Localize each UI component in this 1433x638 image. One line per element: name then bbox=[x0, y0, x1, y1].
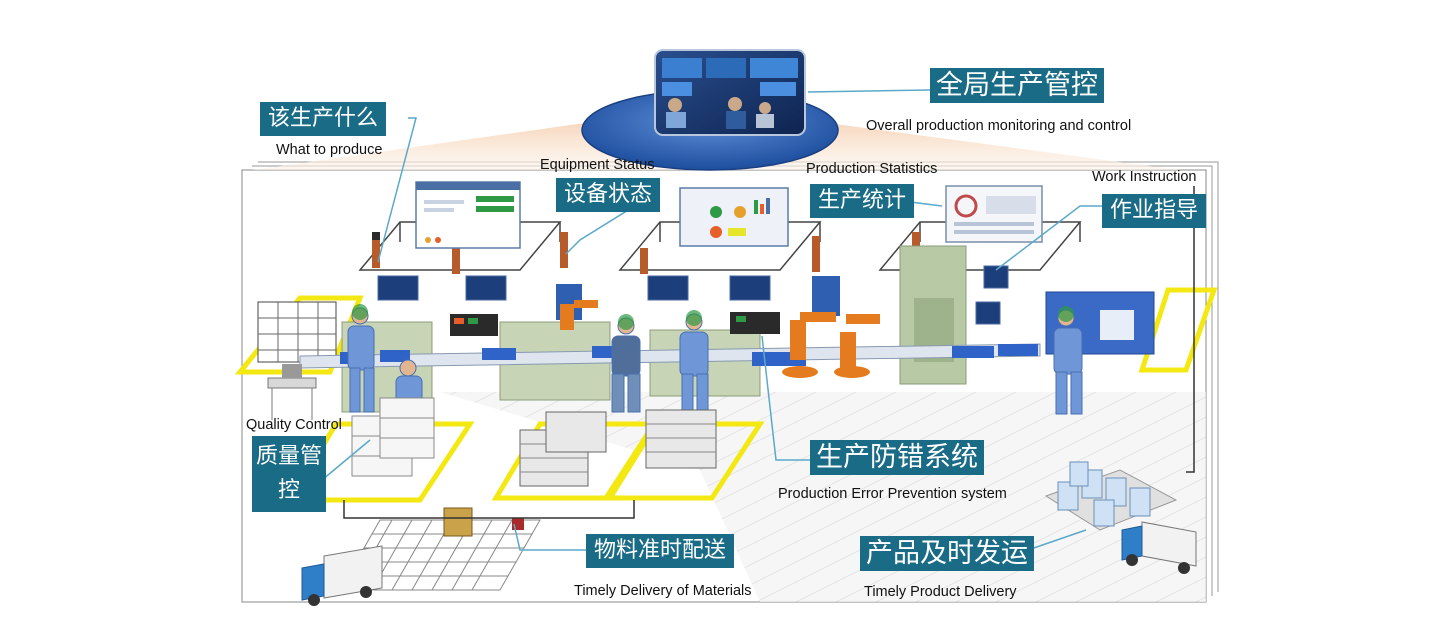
parts-cage bbox=[257, 301, 337, 363]
workers bbox=[347, 304, 1083, 415]
material-carts bbox=[519, 409, 717, 487]
what-to-produce-label: 该生产什么 bbox=[260, 102, 387, 136]
material-delivery-caption: Timely Delivery of Materials bbox=[574, 583, 752, 599]
production-stats-label: 生产统计 bbox=[810, 184, 915, 218]
production-stats-caption: Production Statistics bbox=[806, 161, 938, 177]
finished-goods bbox=[1044, 461, 1178, 531]
global-control-caption: Overall production monitoring and contro… bbox=[866, 118, 1132, 134]
global-control-label: 全局生产管控 bbox=[930, 68, 1104, 103]
work-instruction-caption: Work Instruction bbox=[1092, 169, 1197, 185]
quality-area bbox=[267, 364, 435, 477]
robots bbox=[560, 300, 880, 378]
error-prevention-caption: Production Error Prevention system bbox=[778, 486, 1007, 502]
product-delivery-caption: Timely Product Delivery bbox=[864, 584, 1017, 600]
quality-control-label: 质量管控 bbox=[252, 436, 326, 512]
error-prevention-label: 生产防错系统 bbox=[810, 440, 984, 475]
screen-mockups bbox=[415, 181, 1043, 249]
equipment-status-caption: Equipment Status bbox=[540, 157, 655, 173]
what-to-produce-caption: What to produce bbox=[276, 142, 383, 158]
machines bbox=[257, 245, 1155, 413]
warehouse bbox=[339, 507, 541, 591]
truck-products-icon bbox=[1121, 521, 1197, 574]
control-room bbox=[581, 49, 839, 171]
callout-lines bbox=[321, 89, 1102, 551]
production-order-screen bbox=[415, 181, 521, 249]
work-instruction-label: 作业指导 bbox=[1102, 194, 1207, 228]
truck-materials-icon bbox=[301, 545, 383, 606]
overhead-monitors bbox=[377, 265, 1009, 325]
quality-control-caption: Quality Control bbox=[246, 417, 342, 433]
material-delivery-label: 物料准时配送 bbox=[586, 534, 735, 568]
equipment-status-label: 设备状态 bbox=[556, 178, 661, 212]
product-delivery-label: 产品及时发运 bbox=[860, 536, 1034, 571]
equipment-status-screen bbox=[679, 187, 789, 247]
connector-lines bbox=[343, 186, 1195, 519]
blue-cabinet-2 bbox=[812, 276, 840, 316]
